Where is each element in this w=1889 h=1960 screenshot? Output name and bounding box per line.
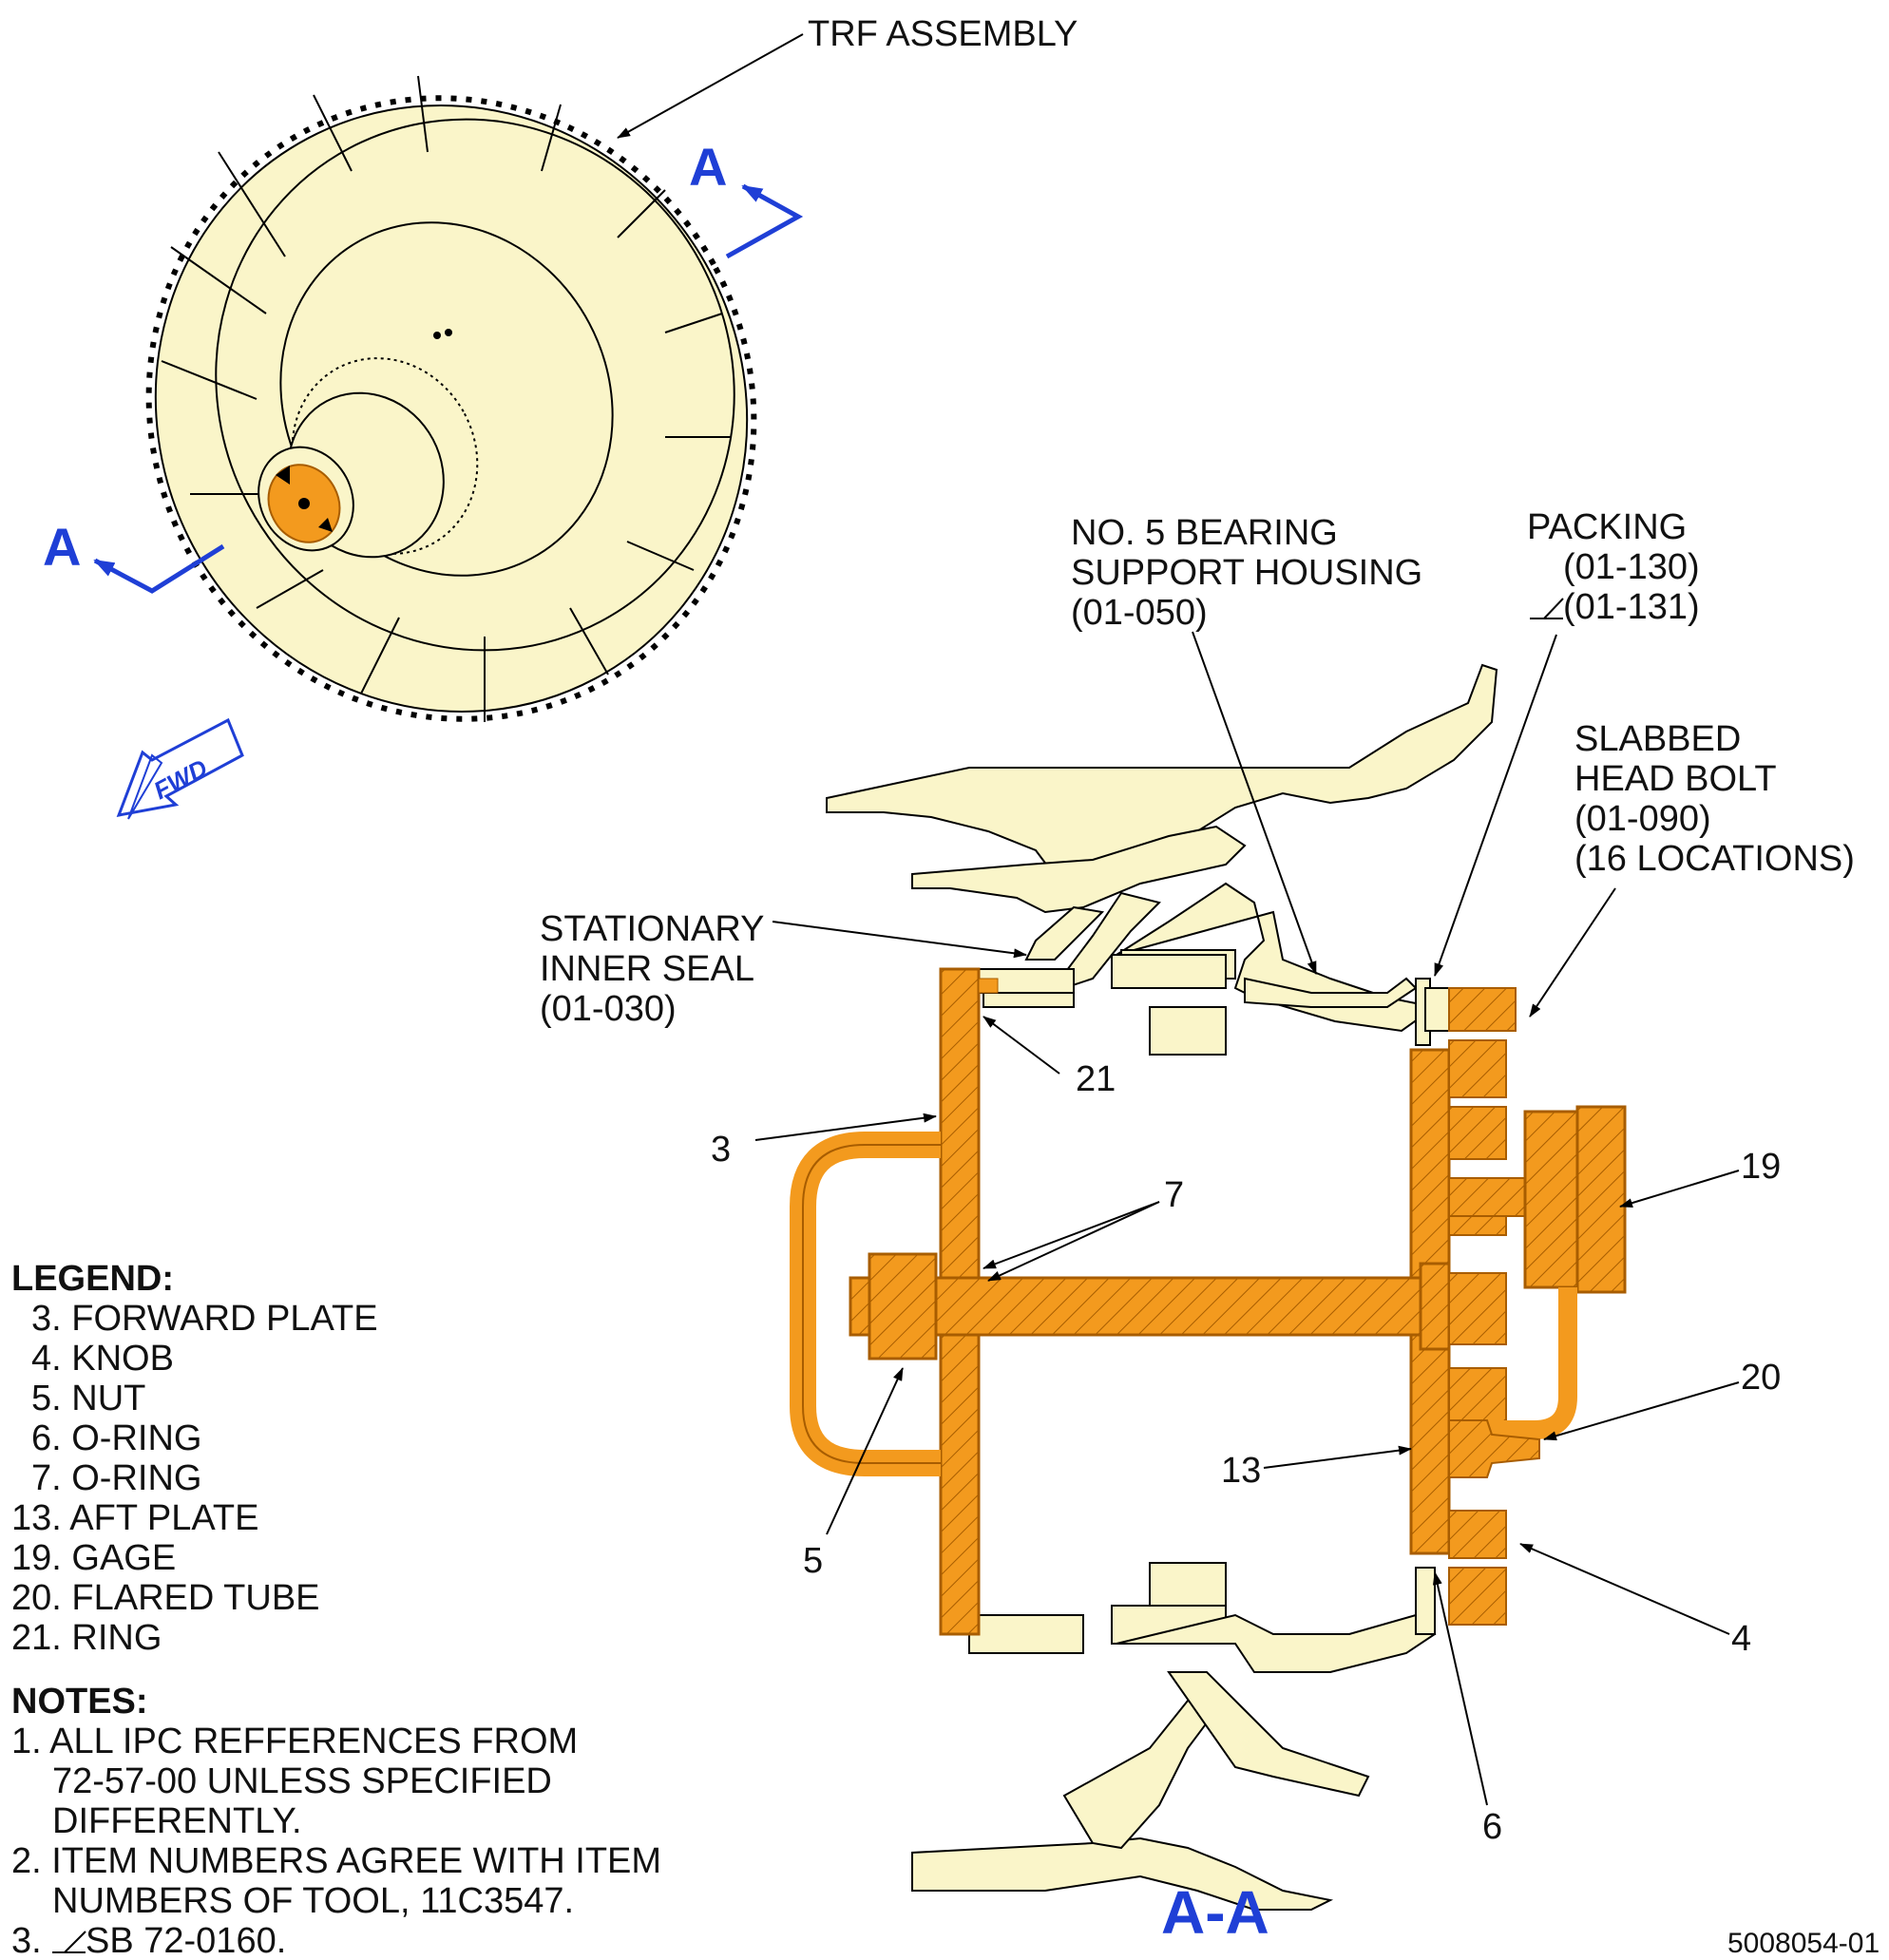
slabbed-label-line4: (16 LOCATIONS) bbox=[1574, 839, 1855, 879]
item-number-5: 5 bbox=[803, 1541, 823, 1581]
section-marker-lower: A bbox=[43, 517, 225, 594]
legend-item-7: 7. O-RING bbox=[31, 1458, 201, 1498]
slabbed-label-line1: SLABBED bbox=[1574, 719, 1741, 759]
item-number-21: 21 bbox=[1076, 1059, 1116, 1099]
legend-item-20: 20. FLARED TUBE bbox=[11, 1578, 320, 1618]
note-line: 72-57-00 UNLESS SPECIFIED bbox=[52, 1761, 552, 1801]
note-line: 1. ALL IPC REFFERENCES FROM bbox=[11, 1722, 578, 1761]
fwd-arrow-icon: FWD bbox=[116, 717, 244, 820]
note-line: DIFFERENTLY. bbox=[52, 1801, 302, 1841]
notes-title: NOTES: bbox=[11, 1682, 148, 1722]
note-line: SB 72-0160. bbox=[86, 1921, 286, 1960]
slabbed-label-line2: HEAD BOLT bbox=[1574, 759, 1777, 799]
legend-item-13: 13. AFT PLATE bbox=[11, 1498, 259, 1538]
seal-label-line2: INNER SEAL bbox=[540, 949, 754, 989]
svg-text:A: A bbox=[689, 137, 727, 197]
note-line: 2. ITEM NUMBERS AGREE WITH ITEM bbox=[11, 1841, 661, 1881]
bearing-label-line3: (01-050) bbox=[1071, 593, 1208, 633]
section-view-title: A-A bbox=[1161, 1878, 1269, 1947]
trf-assembly-illustration bbox=[145, 75, 757, 722]
slabbed-label-line3: (01-090) bbox=[1574, 799, 1711, 839]
packing-label-line2: (01-130) bbox=[1563, 547, 1700, 587]
packing-label-line1: PACKING bbox=[1527, 507, 1687, 547]
legend-item-5: 5. NUT bbox=[31, 1379, 145, 1418]
section-leaders bbox=[754, 631, 1740, 1806]
item-number-7: 7 bbox=[1164, 1175, 1184, 1215]
trf-leader bbox=[617, 33, 804, 139]
item-number-13: 13 bbox=[1221, 1451, 1261, 1491]
seal-label-line1: STATIONARY bbox=[540, 909, 764, 949]
note-line: NUMBERS OF TOOL, 11C3547. bbox=[52, 1881, 574, 1921]
legend-item-6: 6. O-RING bbox=[31, 1418, 201, 1458]
seal-label-line3: (01-030) bbox=[540, 989, 677, 1029]
section-marker-upper: A bbox=[689, 137, 804, 259]
section-a-a-drawing bbox=[790, 663, 1627, 1911]
item-number-3: 3 bbox=[711, 1130, 731, 1170]
legend-title: LEGEND: bbox=[11, 1259, 174, 1299]
legend-item-19: 19. GAGE bbox=[11, 1538, 176, 1578]
legend-item-4: 4. KNOB bbox=[31, 1339, 174, 1379]
item-number-6: 6 bbox=[1482, 1807, 1502, 1847]
item-number-4: 4 bbox=[1731, 1619, 1751, 1659]
bearing-label-line1: NO. 5 BEARING bbox=[1071, 513, 1338, 553]
item-number-20: 20 bbox=[1741, 1358, 1781, 1398]
packing-label-line3: (01-131) bbox=[1563, 587, 1700, 627]
svg-text:A: A bbox=[43, 517, 81, 577]
trf-assembly-label: TRF ASSEMBLY bbox=[808, 14, 1078, 54]
note-line: 3. bbox=[11, 1921, 42, 1960]
bearing-label-line2: SUPPORT HOUSING bbox=[1071, 553, 1422, 593]
legend-item-3: 3. FORWARD PLATE bbox=[31, 1299, 378, 1339]
document-number: 5008054-01 bbox=[1727, 1928, 1879, 1959]
legend-item-21: 21. RING bbox=[11, 1618, 162, 1658]
item-number-19: 19 bbox=[1741, 1147, 1781, 1187]
